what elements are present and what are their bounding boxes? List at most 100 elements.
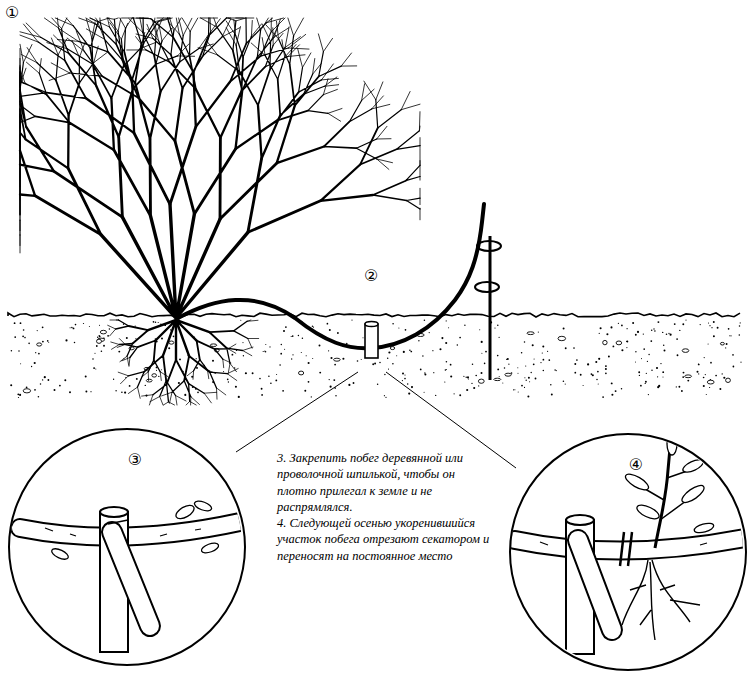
shrub-branch: [20, 73, 373, 201]
soil-speck: [292, 335, 294, 337]
soil-speck: [605, 372, 607, 374]
soil-speck: [361, 359, 362, 360]
soil-speck: [424, 320, 426, 322]
soil-speck: [179, 358, 181, 360]
soil-speck: [598, 358, 600, 360]
soil-speck: [543, 370, 545, 372]
soil-speck: [17, 393, 19, 395]
soil-speck: [385, 397, 386, 398]
soil-speck: [420, 369, 422, 371]
soil-speck: [20, 322, 22, 324]
soil-speck: [245, 372, 247, 374]
soil-speck: [409, 349, 411, 351]
soil-speck: [329, 379, 330, 380]
soil-speck: [42, 341, 44, 343]
soil-speck: [497, 368, 499, 370]
support-stake: [489, 236, 492, 380]
soil-speck: [22, 335, 24, 337]
soil-speck: [517, 367, 518, 368]
soil-speck: [404, 378, 406, 380]
soil-speck: [235, 386, 237, 388]
soil-speck: [626, 341, 628, 343]
soil-speck: [158, 376, 159, 377]
soil-speck: [227, 378, 229, 380]
soil-speck: [662, 371, 664, 373]
soil-speck: [422, 355, 423, 356]
soil-speck: [526, 380, 527, 381]
soil-speck: [10, 384, 12, 386]
soil-speck: [308, 362, 310, 364]
soil-speck: [709, 387, 710, 388]
soil-speck: [499, 376, 500, 377]
soil-speck: [329, 329, 331, 331]
soil-speck: [424, 374, 426, 376]
soil-speck: [657, 321, 659, 323]
soil-speck: [69, 391, 71, 393]
soil-speck: [608, 355, 610, 357]
soil-speck: [396, 355, 397, 356]
soil-speck: [11, 350, 13, 352]
soil-speck: [479, 329, 480, 330]
soil-speck: [48, 342, 49, 343]
pebble: [97, 339, 102, 343]
soil-speck: [643, 333, 644, 334]
soil-speck: [161, 369, 162, 370]
soil-speck: [280, 353, 282, 355]
soil-speck: [640, 385, 642, 387]
shrub-branch: [35, 127, 320, 235]
soil-speck: [534, 358, 535, 359]
soil-speck: [109, 328, 110, 329]
soil-speck: [641, 358, 642, 359]
soil-speck: [524, 377, 525, 378]
soil-speck: [240, 320, 241, 321]
soil-speck: [583, 385, 584, 386]
soil-speck: [196, 358, 197, 359]
soil-speck: [28, 342, 30, 344]
soil-speck: [107, 335, 109, 337]
soil-speck: [47, 340, 49, 342]
soil-speck: [605, 365, 607, 367]
soil-speck: [739, 325, 741, 327]
soil-speck: [291, 336, 292, 337]
soil-speck: [129, 385, 131, 387]
soil-speck: [445, 369, 447, 371]
soil-speck: [85, 375, 87, 377]
soil-speck: [540, 362, 541, 363]
soil-speck: [178, 382, 180, 384]
soil-speck: [333, 379, 335, 381]
soil-speck: [484, 363, 486, 365]
soil-speck: [535, 378, 537, 380]
pebble: [334, 358, 341, 361]
leader-line: [236, 372, 358, 452]
soil-speck: [238, 396, 240, 398]
soil-speck: [44, 376, 46, 378]
soil-speck: [319, 372, 321, 374]
soil-speck: [35, 352, 36, 353]
soil-speck: [497, 355, 499, 357]
soil-speck: [402, 372, 404, 374]
soil-speck: [502, 383, 503, 384]
soil-speck: [136, 378, 138, 380]
soil-speck: [292, 354, 293, 355]
soil-speck: [574, 372, 576, 374]
soil-speck: [459, 337, 461, 339]
soil-speck: [529, 381, 530, 382]
soil-speck: [651, 369, 652, 370]
soil-speck: [531, 372, 532, 373]
soil-speck: [212, 360, 214, 362]
soil-speck: [14, 336, 16, 338]
soil-speck: [715, 375, 717, 377]
detail-pinned-shoot: [20, 499, 240, 652]
soil-speck: [453, 393, 454, 394]
soil-speck: [538, 332, 539, 333]
soil-speck: [700, 324, 701, 325]
soil-speck: [330, 386, 332, 388]
soil-speck: [433, 372, 434, 373]
soil-speck: [621, 388, 623, 390]
soil-speck: [312, 358, 313, 359]
soil-speck: [551, 394, 553, 396]
soil-speck: [302, 338, 303, 339]
soil-speck: [97, 337, 98, 338]
soil-speck: [231, 354, 233, 356]
shrub-roots: [108, 320, 259, 405]
